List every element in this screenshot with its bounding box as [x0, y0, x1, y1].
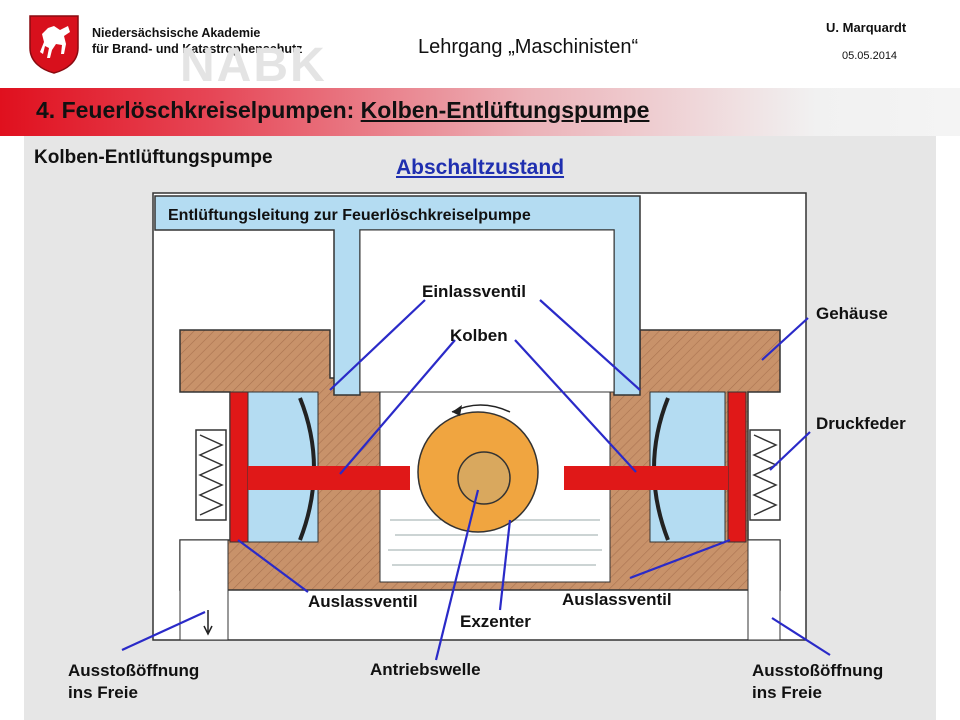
lower-saxony-crest-logo [29, 15, 79, 74]
label-exhaust-left-line1: Ausstoßöffnung [68, 661, 200, 680]
exhaust-arrow [203, 610, 213, 636]
leader-lines [121, 299, 831, 661]
watermark-nabk: NABK [180, 39, 327, 92]
label-exhaust-left: Ausstoßöffnung ins Freie [68, 660, 199, 704]
label-exhaust-right: Ausstoßöffnung ins Freie [752, 660, 883, 704]
label-inlet-valve: Einlassventil [422, 282, 526, 301]
label-exhaust-right-line2: ins Freie [752, 683, 822, 702]
right-exhaust-opening [747, 539, 781, 641]
label-piston: Kolben [450, 326, 508, 345]
organization-name-line1: Niedersächsische Akademie [92, 26, 261, 40]
label-housing: Gehäuse [816, 304, 888, 323]
label-drive-shaft: Antriebswelle [370, 660, 481, 679]
left-exhaust-opening [179, 539, 229, 641]
right-piston-plate [727, 391, 747, 543]
left-spring [195, 429, 227, 521]
drive-shaft-circle [457, 451, 511, 505]
diagram-heading: Kolben-Entlüftungspumpe [34, 147, 273, 168]
right-piston-rod [564, 466, 728, 490]
presentation-date: 05.05.2014 [842, 50, 898, 62]
label-outlet-valve-left: Auslassventil [308, 592, 418, 611]
label-outlet-valve-right: Auslassventil [562, 590, 672, 609]
label-eccentric: Exzenter [460, 612, 531, 631]
author-name: U. Marquardt [826, 20, 907, 35]
left-piston-plate [229, 391, 249, 543]
slide-title-prefix: 4. Feuerlöschkreiselpumpen: [36, 97, 361, 123]
diagram-state-label: Abschaltzustand [396, 156, 565, 179]
label-exhaust-right-line1: Ausstoßöffnung [752, 661, 884, 680]
slide-title-link[interactable]: Kolben-Entlüftungspumpe [360, 97, 650, 123]
course-title: Lehrgang „Maschinisten“ [418, 36, 639, 58]
title-bar [0, 88, 960, 136]
vent-pipe-label: Entlüftungsleitung zur Feuerlöschkreisel… [168, 207, 531, 224]
pipe-gap [359, 229, 615, 393]
label-exhaust-left-line2: ins Freie [68, 683, 138, 702]
left-piston-rod [248, 466, 410, 490]
organization-name-line2: für Brand- und Katastrophenschutz [92, 42, 303, 56]
slide-title: 4. Feuerlöschkreiselpumpen: Kolben-Entlü… [36, 97, 649, 124]
right-spring [749, 429, 781, 521]
label-spring: Druckfeder [816, 414, 906, 433]
